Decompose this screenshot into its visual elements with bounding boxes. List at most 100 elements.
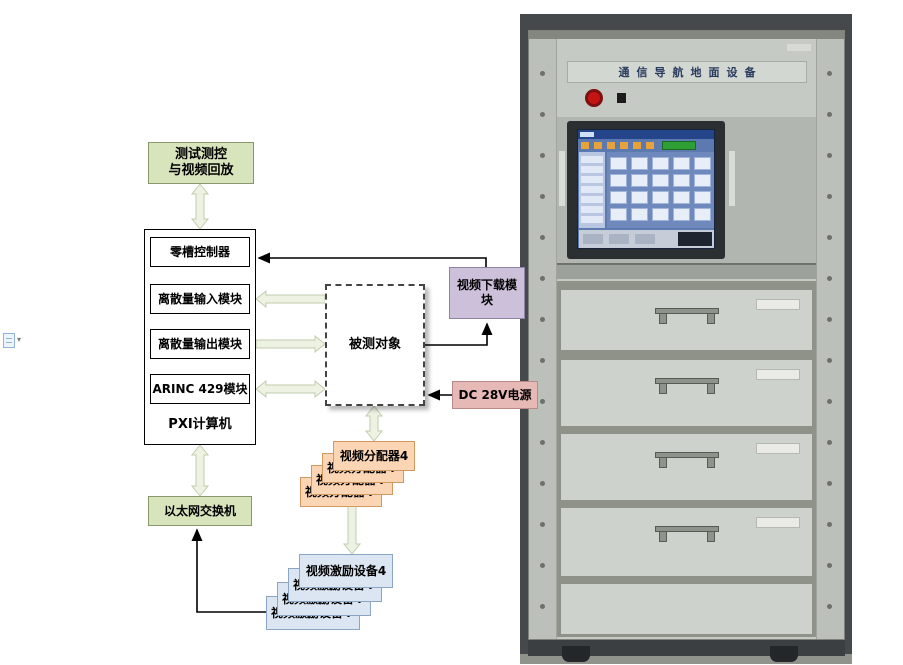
- blank-panel: [560, 583, 813, 635]
- node-dc-28v-power: DC 28V电源: [452, 381, 538, 409]
- screen-dark-readout: [678, 232, 712, 246]
- screw-icon: [827, 112, 832, 117]
- monitor-latch-right: [729, 151, 735, 206]
- margin-control[interactable]: ▾: [3, 331, 29, 349]
- rack-rail-left: [529, 39, 557, 639]
- toolbar-button: [620, 142, 628, 149]
- toolbar-button: [581, 142, 589, 149]
- screw-icon: [540, 153, 545, 158]
- line-exciter-to-ethernet: [191, 528, 266, 613]
- grid-button: [631, 174, 648, 187]
- node-device-under-test: 被测对象: [325, 284, 425, 406]
- screen-left-panel: [579, 152, 605, 228]
- rack-frame: 通信导航地面设备: [528, 30, 845, 640]
- grid-button: [610, 208, 627, 221]
- grid-button: [652, 174, 669, 187]
- rack-top-edge: [529, 31, 844, 39]
- keyboard-tray: [557, 263, 816, 279]
- screw-icon: [827, 317, 832, 322]
- grid-button: [652, 191, 669, 204]
- rack-rail-right: [816, 39, 844, 639]
- screw-icon: [540, 563, 545, 568]
- grid-button: [673, 157, 690, 170]
- node-zero-slot-controller: 零槽控制器: [150, 237, 250, 267]
- toolbar-button: [594, 142, 602, 149]
- node-label: 视频下载模: [456, 278, 517, 292]
- grid-button: [673, 191, 690, 204]
- node-discrete-input-module: 离散量输入模块: [150, 284, 250, 314]
- screen-title-bar: [578, 130, 714, 139]
- drawer-label: [756, 299, 800, 310]
- arrow-discrete-out-to-dut: [255, 334, 326, 354]
- grid-button: [694, 174, 711, 187]
- equipment-photo: 通信导航地面设备: [520, 14, 852, 664]
- grid-button: [631, 208, 648, 221]
- screw-icon: [827, 440, 832, 445]
- grid-button: [673, 208, 690, 221]
- grid-button: [610, 157, 627, 170]
- screw-icon: [540, 235, 545, 240]
- grid-button: [694, 208, 711, 221]
- drawer-2: [560, 359, 813, 427]
- arrow-dut-to-discrete-in: [255, 289, 326, 309]
- screen-logo: [580, 132, 594, 137]
- node-label: 与视频回放: [168, 163, 234, 178]
- node-pxi-computer-label: PXI计算机: [168, 416, 232, 432]
- arrow-arinc-dut-bidirectional: [255, 379, 326, 399]
- drawer-handle: [654, 452, 719, 468]
- brand-mark: [787, 44, 811, 51]
- grid-button: [631, 157, 648, 170]
- node-arinc-429-module: ARINC 429模块: [150, 374, 250, 404]
- list-item: [581, 196, 603, 203]
- screen-status-display: [662, 141, 696, 150]
- arrow-dut-to-splitter: [364, 405, 384, 442]
- drawer-label: [756, 443, 800, 454]
- node-test-control: 测试测控 与视频回放: [148, 142, 254, 184]
- screw-icon: [540, 604, 545, 609]
- screw-icon: [540, 317, 545, 322]
- screw-icon: [827, 235, 832, 240]
- drawer-handle: [654, 378, 719, 394]
- emergency-stop-button: [585, 89, 603, 107]
- list-item: [581, 206, 603, 213]
- node-label: 测试测控: [174, 146, 227, 162]
- screw-icon: [540, 522, 545, 527]
- screw-icon: [540, 194, 545, 199]
- grid-button: [694, 191, 711, 204]
- toolbar-button: [646, 142, 654, 149]
- list-item: [581, 186, 603, 193]
- screw-icon: [540, 399, 545, 404]
- drawer-handle: [654, 526, 719, 542]
- list-item: [581, 156, 603, 163]
- status-chip: [609, 234, 629, 244]
- chevron-down-icon: ▾: [17, 335, 22, 344]
- screw-icon: [827, 358, 832, 363]
- list-item: [581, 166, 603, 173]
- list-item: [581, 176, 603, 183]
- screw-icon: [540, 481, 545, 486]
- grid-button: [652, 157, 669, 170]
- caster-right: [770, 646, 798, 662]
- node-video-exciter-1: 视频激励设备4: [299, 554, 393, 588]
- toolbar-button: [607, 142, 615, 149]
- screw-icon: [827, 522, 832, 527]
- node-label: 块: [480, 293, 493, 307]
- screw-icon: [827, 153, 832, 158]
- grid-button: [673, 174, 690, 187]
- screw-icon: [827, 399, 832, 404]
- screw-icon: [827, 481, 832, 486]
- node-ethernet-switch: 以太网交换机: [148, 496, 252, 526]
- toolbar-button: [633, 142, 641, 149]
- screw-icon: [827, 276, 832, 281]
- node-video-splitter-1: 视频分配器4: [333, 441, 415, 471]
- node-video-download-module: 视频下载模 块: [449, 267, 525, 319]
- screw-icon: [827, 563, 832, 568]
- screw-icon: [540, 71, 545, 76]
- drawer-label: [756, 517, 800, 528]
- screw-icon: [540, 440, 545, 445]
- floor: [520, 654, 852, 664]
- page-icon: [3, 332, 15, 348]
- screw-icon: [827, 604, 832, 609]
